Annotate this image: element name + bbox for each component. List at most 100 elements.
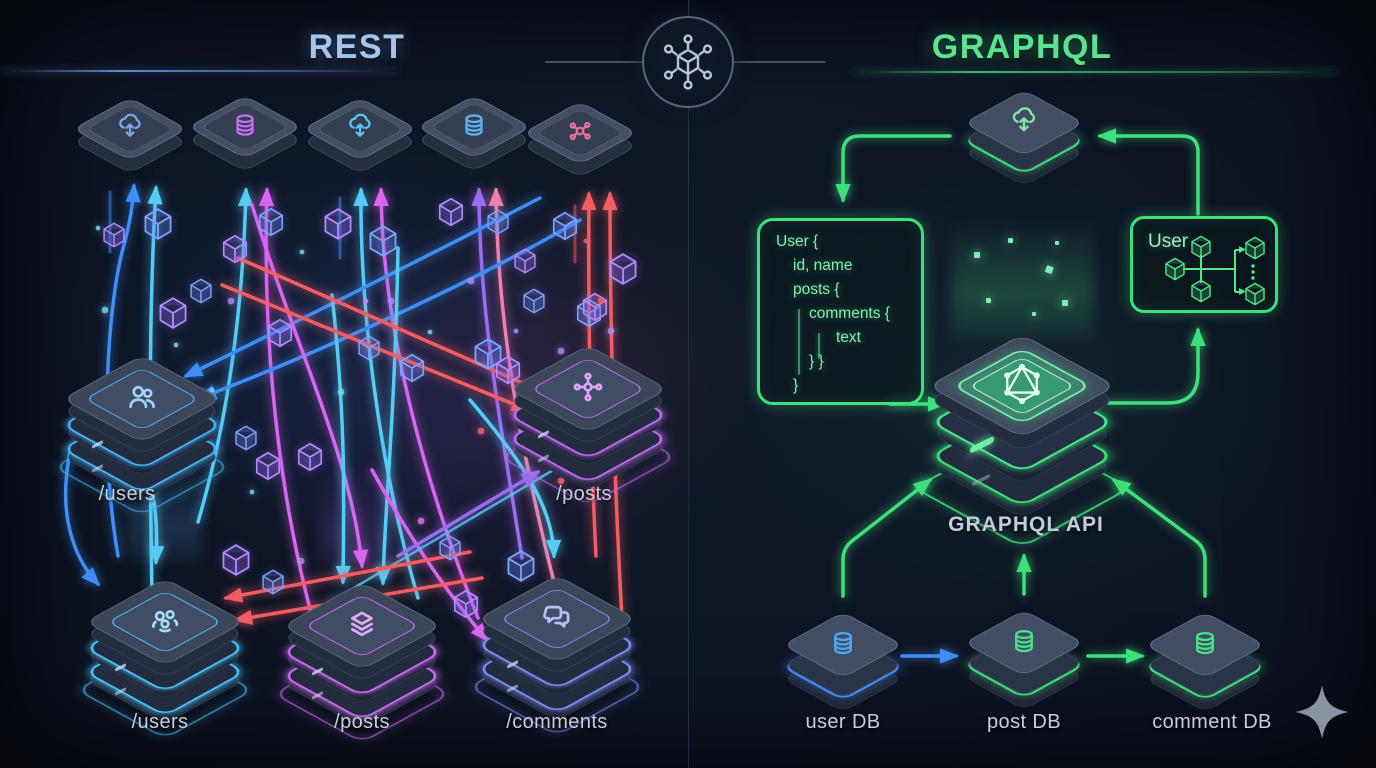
rest-top-node xyxy=(193,98,297,169)
rest-arrow xyxy=(328,464,562,604)
sparkle-icon xyxy=(1295,685,1349,739)
cube-icon xyxy=(1191,235,1211,259)
db-label-user: user DB xyxy=(805,711,881,733)
indent-guide xyxy=(818,333,820,359)
graphql-result-box: User xyxy=(1130,216,1278,313)
database-icon xyxy=(236,114,254,136)
rest-top-node xyxy=(78,100,182,171)
floating-cubes xyxy=(103,197,637,619)
query-line: posts { xyxy=(793,281,840,298)
graphql-client-node xyxy=(968,92,1080,183)
cloud-sync-icon xyxy=(119,113,141,137)
glow-dot xyxy=(363,298,369,304)
endpoint-label-posts-bottom: /posts xyxy=(334,711,390,733)
rest-arrow xyxy=(236,256,555,398)
cube-icon xyxy=(369,225,397,257)
rest-server-stack xyxy=(505,348,671,503)
indent-guide xyxy=(798,309,800,375)
glow-dot xyxy=(337,388,345,396)
rest-panel-title: REST xyxy=(308,28,406,66)
cube-icon xyxy=(144,208,172,240)
glow-dot xyxy=(607,327,615,335)
database-icon xyxy=(465,114,483,136)
endpoint-label-users-bottom: /users xyxy=(131,711,189,733)
glow-dot xyxy=(387,297,395,305)
cube-icon xyxy=(190,278,212,304)
rest-top-node xyxy=(422,98,526,169)
rest-arrow xyxy=(63,450,101,587)
people-cluster-icon xyxy=(152,610,179,633)
query-line: id, name xyxy=(793,257,853,274)
api-glow-particles xyxy=(974,238,1068,316)
users-icon xyxy=(129,385,155,409)
cube-icon xyxy=(297,442,323,472)
graphql-logo-icon xyxy=(1004,363,1040,405)
database-node xyxy=(968,612,1080,707)
hub-connector-right xyxy=(733,61,825,63)
cube-icon xyxy=(1191,279,1211,303)
wire-client-to-query xyxy=(835,134,952,204)
cube-icon xyxy=(1245,236,1265,260)
wire-result-to-client xyxy=(1096,128,1200,216)
database-icon xyxy=(1196,631,1214,655)
rest-arrow xyxy=(370,468,490,643)
glow-dot xyxy=(95,225,101,231)
graphql-flow-wires xyxy=(835,128,1207,664)
glow-dot xyxy=(557,477,565,485)
cube-icon xyxy=(358,335,380,361)
cube-icon xyxy=(514,248,536,274)
db-label-comment: comment DB xyxy=(1152,711,1272,733)
cube-icon xyxy=(453,589,479,619)
gradient-defs xyxy=(0,0,10,10)
network-node-icon xyxy=(573,372,603,402)
glow-dot xyxy=(597,297,605,305)
layers-icon xyxy=(351,611,373,637)
rest-server-stack xyxy=(279,585,445,740)
cube-icon xyxy=(255,451,281,481)
graphql-panel-title: GRAPHQL xyxy=(931,28,1113,66)
glow-dot xyxy=(513,328,519,334)
panel-divider xyxy=(688,0,689,768)
rest-top-node xyxy=(528,104,632,175)
database-icon xyxy=(1015,629,1033,653)
glow-dot xyxy=(249,489,255,495)
rest-title-underline xyxy=(0,70,398,72)
rest-arrow xyxy=(396,470,541,558)
hub-connector-left xyxy=(545,61,643,63)
linked-cubes-icon xyxy=(1165,235,1265,306)
cube-icon xyxy=(222,234,248,264)
glow-dot xyxy=(227,297,235,305)
endpoint-label-comments: /comments xyxy=(506,711,608,733)
query-line: comments { xyxy=(809,305,890,322)
rest-arrow xyxy=(468,398,562,560)
cube-icon xyxy=(399,353,425,383)
wire-api-to-result xyxy=(1102,326,1206,405)
cloud-sync-icon xyxy=(1012,107,1036,132)
cube-icon xyxy=(267,318,293,348)
rest-arrow xyxy=(353,186,420,600)
cube-icon xyxy=(324,208,352,240)
chat-bubbles-icon xyxy=(543,605,570,628)
cube-icon xyxy=(1165,257,1185,281)
glow-dot xyxy=(467,277,475,285)
rest-arrow xyxy=(183,196,542,378)
result-box-title: User xyxy=(1148,231,1189,252)
cube-icon xyxy=(235,425,257,451)
glow-dot xyxy=(173,342,179,348)
cube-icon xyxy=(159,297,187,329)
wire-commentdb-to-api xyxy=(1111,478,1207,598)
cube-icon xyxy=(523,288,545,314)
glow-dot xyxy=(101,306,109,314)
cube-icon xyxy=(609,253,637,285)
cube-icon xyxy=(495,355,521,385)
query-line: User { xyxy=(776,233,819,250)
hub-badge xyxy=(642,16,734,108)
endpoint-label-posts-mid: /posts xyxy=(556,483,612,505)
database-node xyxy=(787,614,899,709)
wire-userdb-to-api xyxy=(841,478,933,598)
cube-icon xyxy=(258,207,284,237)
db-label-post: post DB xyxy=(987,711,1061,733)
